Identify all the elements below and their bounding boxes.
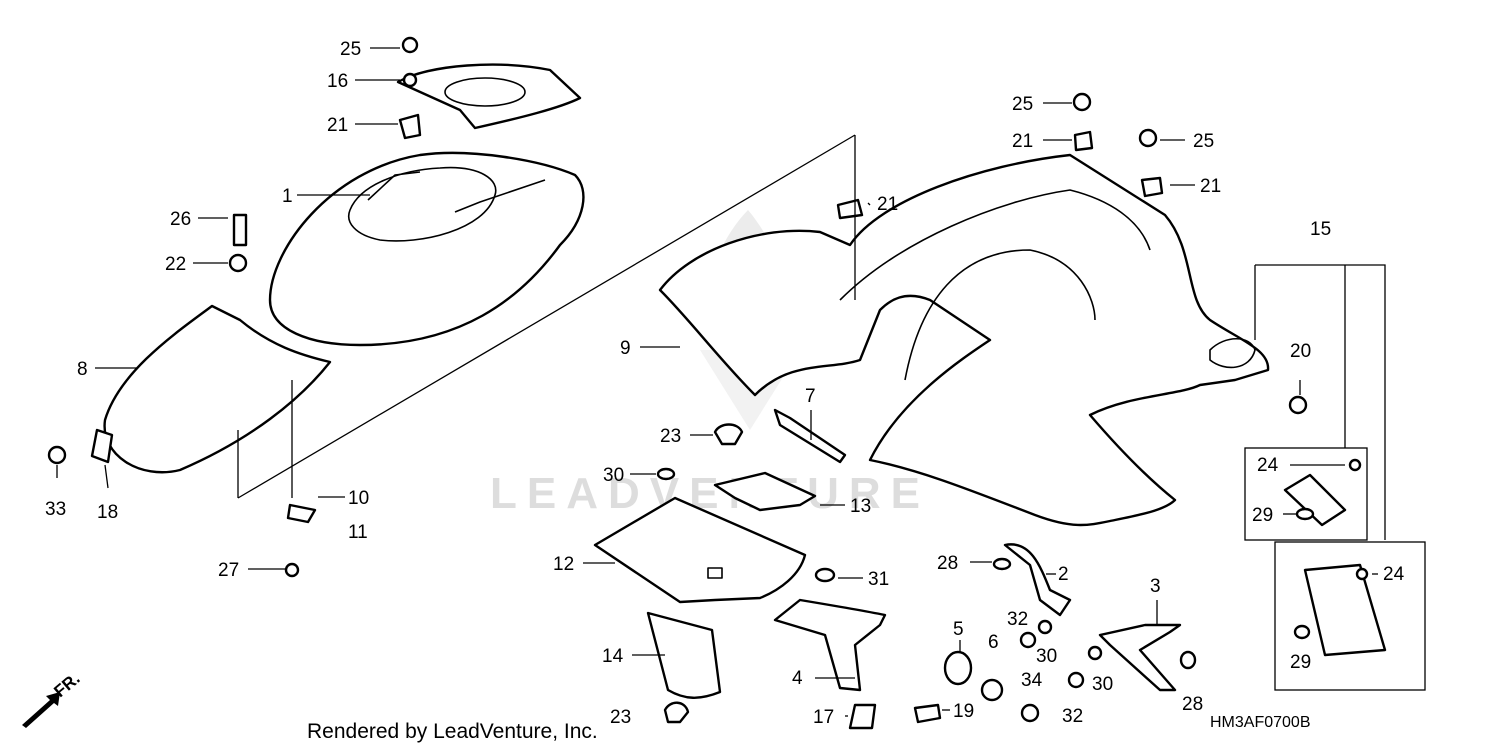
callout-21b: 21 [1012,131,1033,152]
callout-12: 12 [553,554,574,575]
callout-19: 19 [953,701,974,722]
callout-18: 18 [97,502,118,523]
group-box-lower [1274,541,1426,691]
callout-10: 10 [348,488,369,509]
part-code: HM3AF0700B [1210,714,1311,731]
callout-20: 20 [1290,341,1311,362]
leader-lines [56,47,1378,717]
callout-14: 14 [602,646,624,667]
callout-24: 24 [1257,455,1279,476]
callout-21: 21 [327,115,348,136]
cover-plate [396,63,582,130]
callout-24b: 24 [1383,564,1405,585]
callout-30: 30 [603,465,624,486]
callout-25c: 25 [1193,131,1214,152]
rod-7 [773,408,847,464]
callout-29b: 29 [1290,652,1311,673]
callout-30c: 30 [1092,674,1113,695]
front-arrow-icon: FR. [22,669,84,728]
callout-21d: 21 [877,194,898,215]
callout-23b: 23 [610,707,631,728]
callout-8: 8 [77,359,88,380]
group-box-upper [1244,447,1368,541]
callout-32b: 32 [1062,706,1083,727]
callout-34: 34 [1021,670,1043,691]
front-fender [658,153,1270,527]
callout-6: 6 [988,632,999,653]
callout-2: 2 [1058,564,1069,585]
plate-upper [1283,473,1347,527]
upper-cover [268,151,585,347]
callout-23: 23 [660,426,681,447]
bracket-13 [713,471,817,512]
callout-4: 4 [792,668,803,689]
callout-9: 9 [620,338,631,359]
rear-mudflap [103,304,332,474]
assembly-lines [237,134,1386,540]
callout-5: 5 [953,619,964,640]
callout-30b: 30 [1036,646,1057,667]
callout-11: 11 [348,522,368,543]
bracket-14 [646,611,722,699]
stay-2 [1003,543,1072,617]
under-plate [593,496,807,604]
callout-7: 7 [805,386,816,407]
callout-31: 31 [868,569,889,590]
callout-28: 28 [937,553,958,574]
credit-text: Rendered by LeadVenture, Inc. [307,720,598,743]
callout-15: 15 [1310,219,1331,240]
callout-27: 27 [218,560,239,581]
callout-25: 25 [340,39,361,60]
callout-16: 16 [327,71,348,92]
callout-29: 29 [1252,505,1273,526]
fasteners [47,36,1369,730]
callout-21c: 21 [1200,176,1221,197]
callout-28b: 28 [1182,694,1203,715]
callout-32: 32 [1007,609,1028,630]
callout-17: 17 [813,707,834,728]
callout-1: 1 [282,186,293,207]
bracket-4 [773,598,887,692]
callout-22: 22 [165,254,186,275]
callout-33: 33 [45,499,66,520]
callout-25b: 25 [1012,94,1033,115]
callout-26: 26 [170,209,191,230]
plate-lower [1303,563,1387,657]
callout-3: 3 [1150,576,1161,597]
callout-labels: 25 16 21 1 26 22 8 33 18 10 11 27 25 21 … [45,39,1405,728]
callout-13: 13 [850,496,871,517]
watermark-text: LEADVENTURE [490,469,930,518]
